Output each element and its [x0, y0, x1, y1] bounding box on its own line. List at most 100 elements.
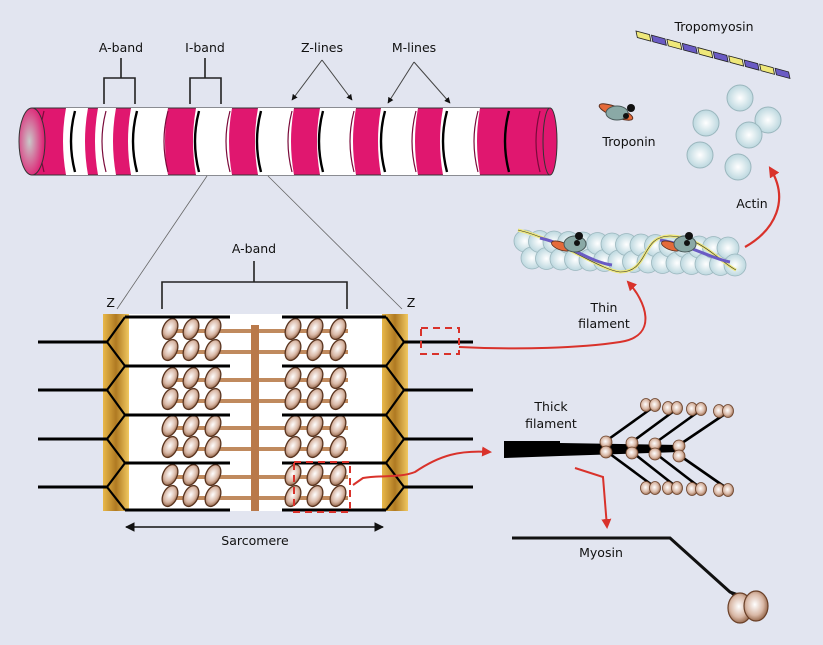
sarcomere-a-band-bracket	[161, 261, 348, 309]
myosin-head	[161, 387, 179, 411]
z-disc-right	[382, 314, 408, 511]
z-line-arrow-2	[321, 59, 353, 101]
myosin-head	[284, 484, 302, 508]
fiber-i-band	[63, 108, 88, 175]
myosin-head	[306, 338, 324, 362]
label-m-lines: M-lines	[392, 40, 436, 55]
myosin-head-pair	[649, 398, 661, 412]
m-line-stripe	[473, 110, 479, 173]
myosin-hub-head	[672, 449, 686, 463]
z-disc-link-left	[105, 414, 126, 464]
myosin-heads	[161, 317, 347, 508]
fiber-end-left	[18, 107, 46, 176]
tropomyosin-strand	[635, 30, 791, 80]
myosin-head-pair	[722, 404, 734, 418]
myosin-head	[182, 484, 200, 508]
actin-monomer	[692, 109, 720, 137]
tropomyosin-segment	[697, 47, 714, 59]
thick-filament-callout-box	[293, 461, 351, 513]
myosin-head	[161, 435, 179, 459]
label-thick-filament-1: Thick	[533, 399, 568, 414]
tropomyosin: Tropomyosin	[635, 19, 791, 80]
z-disc-left	[103, 314, 129, 511]
myosin-molecule: Myosin	[512, 536, 769, 624]
m-line-arrow-2	[413, 61, 451, 104]
z-disc-link-left	[105, 365, 126, 416]
z-line	[255, 110, 263, 173]
tropomyosin-segment	[759, 63, 776, 75]
myosin-head	[182, 387, 200, 411]
myosin-head	[284, 338, 302, 362]
myosin-head	[161, 484, 179, 508]
myosin-head	[204, 463, 222, 487]
troponin-i	[684, 240, 690, 246]
a-band-bracket	[103, 58, 136, 104]
label-myosin: Myosin	[579, 545, 623, 560]
myosin-head-pair	[722, 483, 734, 497]
myosin-head	[329, 338, 347, 362]
myosin-head	[284, 317, 302, 341]
tropomyosin-segment	[681, 42, 698, 55]
myosin-head	[306, 387, 324, 411]
myosin-hub-head	[599, 445, 613, 459]
myosin-arm	[654, 410, 699, 445]
z-disc-link-right	[385, 414, 406, 464]
label-actin: Actin	[736, 196, 768, 211]
myosin-head	[329, 387, 347, 411]
m-line-stripe	[101, 110, 107, 173]
myosin-arm	[678, 412, 726, 447]
label-z-right: Z	[407, 295, 416, 310]
myosin-head	[204, 317, 222, 341]
muscle-fiber	[18, 107, 558, 176]
m-line-stripe	[411, 110, 417, 173]
myosin-head	[329, 463, 347, 487]
thick-filament-connector	[352, 446, 492, 486]
myosin-head	[182, 463, 200, 487]
myosin-head	[306, 463, 324, 487]
z-line	[193, 110, 201, 173]
m-line-arrow-1	[387, 61, 415, 104]
z-disc-link-right	[385, 365, 406, 416]
fiber-i-band	[378, 108, 403, 175]
myosin-head	[306, 484, 324, 508]
myosin-head	[306, 366, 324, 390]
actin-monomer	[754, 106, 782, 134]
m-line	[251, 325, 259, 511]
label-z-lines: Z-lines	[301, 40, 343, 55]
myosin-head	[204, 387, 222, 411]
label-i-band: I-band	[185, 40, 225, 55]
zoom-line-left	[116, 175, 208, 310]
fiber-i-band	[147, 108, 168, 175]
myosin-head	[182, 435, 200, 459]
thin-filament-connector	[458, 280, 647, 350]
z-disc-link-right	[385, 462, 406, 511]
troponin-c	[627, 104, 635, 112]
fiber-end-right	[542, 107, 558, 176]
label-sarcomere: Sarcomere	[221, 533, 289, 548]
myosin-head	[329, 317, 347, 341]
z-line	[131, 110, 139, 173]
label-sarcomere-a-band: A-band	[232, 241, 276, 256]
myosin-head-pair	[671, 481, 683, 495]
fiber-annotations: A-band I-band Z-lines M-lines	[99, 40, 451, 310]
m-line-stripe	[287, 110, 293, 173]
myosin-head	[182, 317, 200, 341]
myosin-hub-head	[625, 446, 639, 460]
myosin-hub-head	[648, 447, 662, 461]
z-line	[69, 110, 77, 173]
z-line	[317, 110, 325, 173]
actin-monomer	[724, 153, 752, 181]
myosin-arm	[631, 409, 675, 444]
tropomyosin-segment	[728, 55, 745, 67]
label-tropomyosin: Tropomyosin	[673, 19, 753, 34]
i-band-bracket	[189, 58, 222, 104]
actin-monomer	[686, 141, 714, 169]
myosin-head-pair	[671, 401, 683, 415]
troponin: Troponin	[598, 103, 656, 149]
myosin-arm	[605, 406, 653, 443]
tropomyosin-segment	[635, 30, 652, 42]
z-disc-link-left	[105, 316, 126, 367]
z-disc-link-left	[105, 462, 126, 511]
myosin-arm	[654, 451, 699, 488]
label-thick-filament-2: filament	[525, 416, 577, 431]
